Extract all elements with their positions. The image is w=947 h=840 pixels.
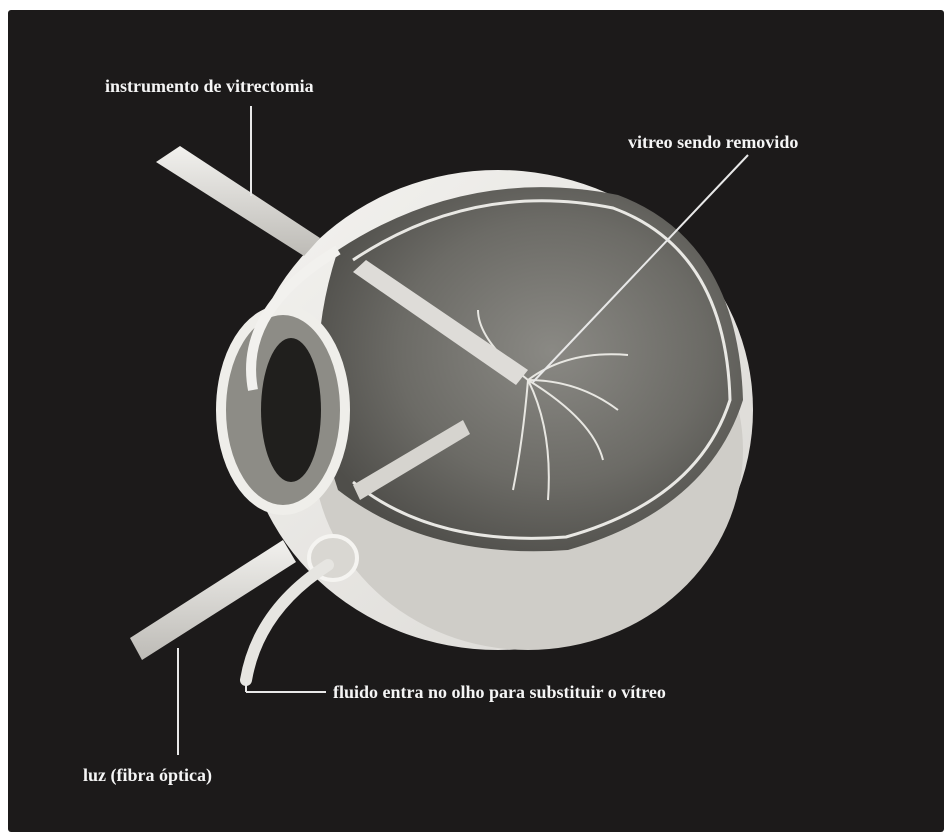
light-fiber — [130, 540, 296, 660]
eye-vitrectomy-illustration — [8, 10, 944, 832]
vitrectomy-instrument — [156, 146, 320, 256]
pupil — [261, 338, 321, 482]
diagram-panel: instrumento de vitrectomia vitreo sendo … — [8, 10, 944, 832]
label-light-fiber: luz (fibra óptica) — [83, 765, 212, 785]
label-vitreous-removed: vitreo sendo removido — [628, 132, 798, 152]
label-vitrectomy-instrument: instrumento de vitrectomia — [105, 76, 314, 96]
label-fluid-enters: fluido entra no olho para substituir o v… — [333, 682, 666, 702]
